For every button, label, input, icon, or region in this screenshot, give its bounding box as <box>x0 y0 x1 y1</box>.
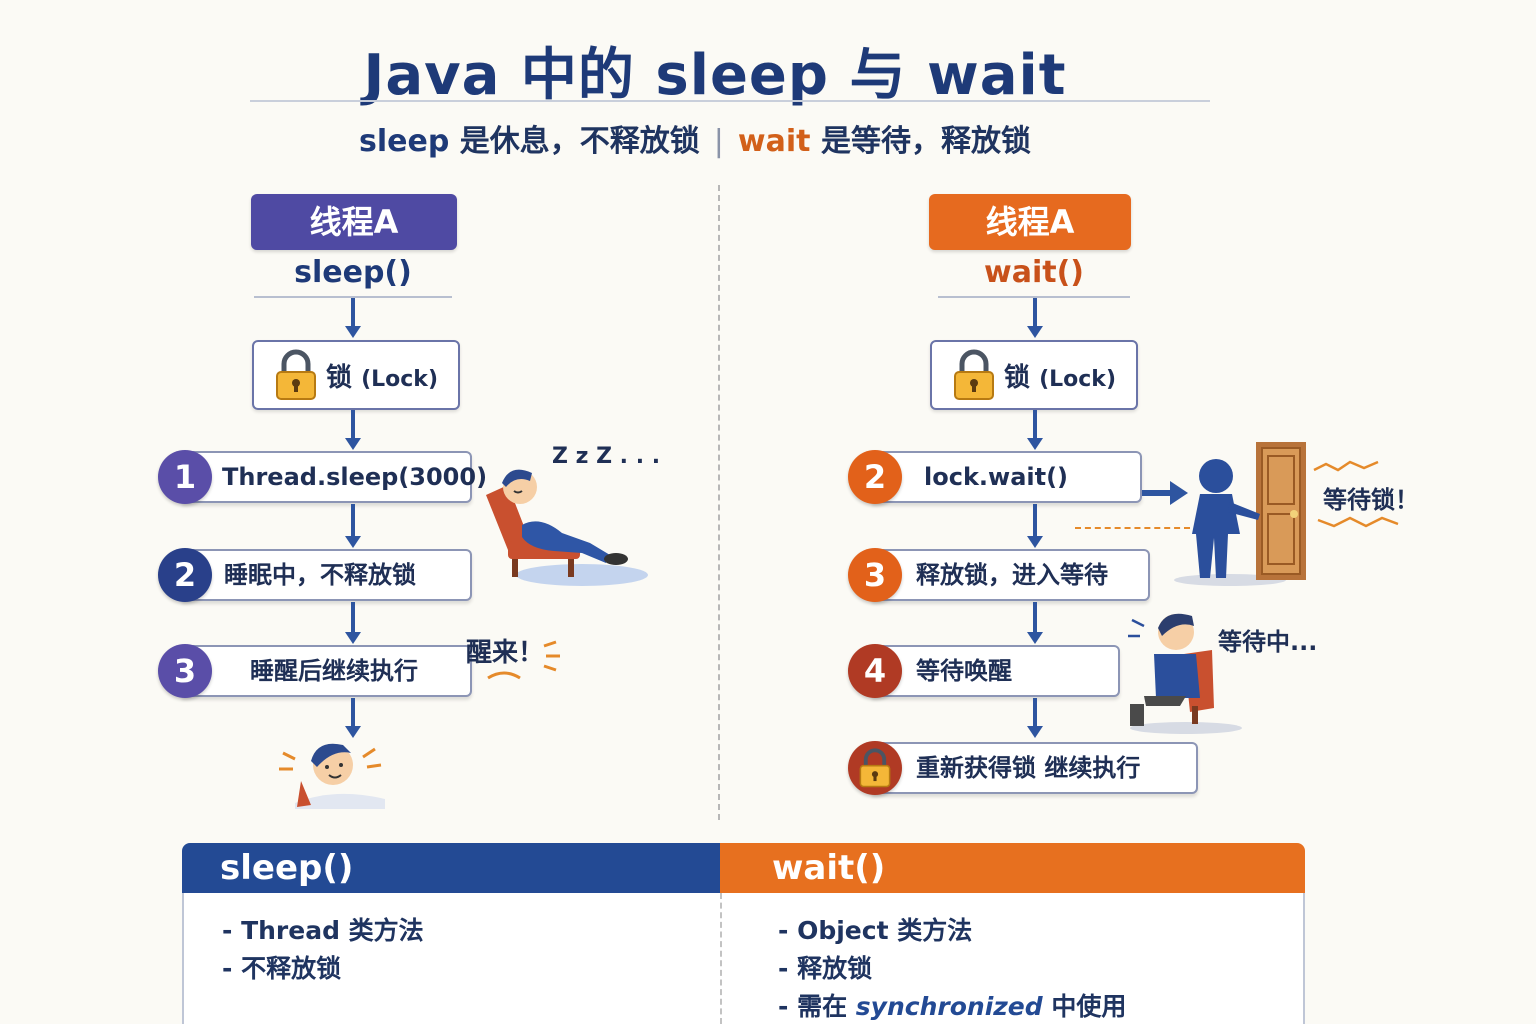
step-text: 睡醒后继续执行 <box>250 657 418 685</box>
person-at-door-illustration <box>1174 442 1306 586</box>
title-divider <box>250 100 1210 102</box>
door-note: 等待锁！ <box>1323 486 1419 514</box>
arrow-down <box>1027 410 1043 450</box>
waking-person-illustration <box>279 743 385 809</box>
item-prefix: - 需在 <box>778 992 856 1021</box>
lock-label-en: (Lock) <box>361 366 438 392</box>
comparison-wait-item: - 释放锁 <box>778 954 873 983</box>
door-note-sparks <box>1313 460 1399 528</box>
subtitle-sleep-text: 是休息，不释放锁 <box>449 124 700 159</box>
step-text: 释放锁，进入等待 <box>916 561 1108 589</box>
arrow-down <box>1027 298 1043 338</box>
step-text: lock.wait() <box>924 463 1069 491</box>
step-number-badge: 3 <box>848 548 902 602</box>
subtitle-wait-text: 是等待，释放锁 <box>810 124 1031 159</box>
subtitle-sleep-keyword: sleep <box>359 124 450 159</box>
subtitle-separator: | <box>713 124 724 159</box>
step-number-badge: 3 <box>158 644 212 698</box>
comparison-sleep-header: sleep() <box>182 843 720 893</box>
wait-step-2: lock.wait() <box>872 451 1142 503</box>
reacquire-badge <box>848 741 902 795</box>
synchronized-keyword: synchronized <box>855 992 1043 1021</box>
page-title: Java 中的 sleep 与 wait <box>363 43 1067 108</box>
wait-step-reacquire: 重新获得锁 继续执行 <box>872 742 1198 794</box>
arrow-down <box>345 698 361 738</box>
arrow-down <box>345 298 361 338</box>
subtitle: sleep 是休息，不释放锁 | wait 是等待，释放锁 <box>0 116 1390 160</box>
sleep-method-rule <box>254 296 452 298</box>
padlock-icon <box>954 349 994 400</box>
wake-sparks-icon <box>487 640 560 680</box>
arrow-down <box>345 602 361 644</box>
step-text: 等待唤醒 <box>916 657 1012 685</box>
comparison-wait-item-synchronized: - 需在 synchronized 中使用 <box>778 987 1126 1023</box>
lock-label-en: (Lock) <box>1039 366 1116 392</box>
wait-method-rule <box>938 296 1130 298</box>
arrow-right-head <box>1170 481 1188 505</box>
step-number-badge: 2 <box>158 548 212 602</box>
sleep-method-label: sleep() <box>294 255 412 290</box>
wake-note: 醒来！ <box>466 638 545 668</box>
subtitle-wait-keyword: wait <box>737 124 811 159</box>
arrow-down <box>1027 698 1043 738</box>
arrow-right-shaft <box>1142 490 1172 496</box>
arrow-down <box>345 504 361 548</box>
lock-label: 锁 <box>326 362 353 393</box>
waiting-note: 等待中... <box>1218 628 1318 656</box>
step-number-badge: 4 <box>848 644 902 698</box>
item-suffix: 中使用 <box>1042 992 1127 1021</box>
sleep-step-1: Thread.sleep(3000) <box>182 451 487 503</box>
lock-label: 锁 <box>1004 362 1031 393</box>
sleep-step-2: 睡眠中，不释放锁 <box>182 549 472 601</box>
padlock-icon <box>859 748 891 788</box>
step-text: 重新获得锁 继续执行 <box>916 754 1141 782</box>
comparison-wait-header: wait() <box>720 843 1305 893</box>
step-number-badge: 2 <box>848 450 902 504</box>
arrow-down <box>1027 504 1043 548</box>
step-text: 睡眠中，不释放锁 <box>224 561 416 589</box>
padlock-icon <box>276 349 316 400</box>
lock-box-wait: 锁 (Lock) <box>930 340 1138 410</box>
wait-step-3: 释放锁，进入等待 <box>872 549 1150 601</box>
thread-a-sleep-header: 线程A <box>251 194 457 250</box>
waiting-person-illustration <box>1128 613 1242 734</box>
comparison-wait-body: - Object 类方法 - 释放锁 - 需在 synchronized 中使用 <box>720 893 1305 1024</box>
wait-step-4: 等待唤醒 <box>872 645 1120 697</box>
arrow-down <box>1027 602 1043 644</box>
step-text: Thread.sleep(3000) <box>222 463 488 491</box>
comparison-sleep-item: - 不释放锁 <box>222 954 342 983</box>
sleep-step-3: 睡醒后继续执行 <box>182 645 472 697</box>
arrow-down <box>345 410 361 450</box>
comparison-wait-item: - Object 类方法 <box>778 916 973 945</box>
comparison-sleep-item: - Thread 类方法 <box>222 916 424 945</box>
comparison-sleep-body: - Thread 类方法 - 不释放锁 <box>182 893 720 1024</box>
center-divider <box>718 185 720 820</box>
lock-box-sleep: 锁 (Lock) <box>252 340 460 410</box>
wait-method-label: wait() <box>983 255 1084 290</box>
sleeping-person-illustration <box>486 469 648 586</box>
dashed-connector <box>1075 527 1190 529</box>
zzz-text: Z z Z . . . <box>552 444 661 469</box>
thread-a-wait-header: 线程A <box>929 194 1131 250</box>
step-number-badge: 1 <box>158 450 212 504</box>
